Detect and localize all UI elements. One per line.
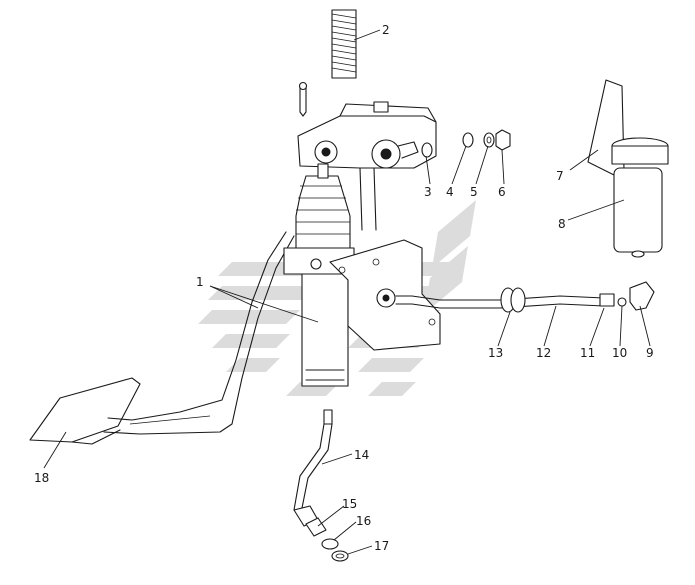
leader-5: [475, 145, 489, 185]
push-rod: [317, 163, 329, 179]
leader-15: [317, 505, 345, 527]
reservoir-assembly: [587, 79, 669, 258]
hose-bottom: [395, 303, 605, 309]
boot-folds: [296, 185, 350, 235]
callout-11: 11: [580, 346, 595, 360]
outlet-fitting-core: [382, 294, 390, 302]
nut-part-6: [495, 129, 511, 151]
washer-part-10: [617, 297, 627, 307]
cotter-pin: [298, 81, 308, 117]
leader-14: [321, 453, 353, 465]
pedal-arm-rib: [129, 415, 211, 425]
cotter-pin-body: [299, 85, 307, 117]
lower-line-top-fitting: [323, 409, 333, 425]
callout-16: 16: [356, 514, 371, 528]
pivot-left-hole: [321, 147, 331, 157]
leader-11: [589, 307, 605, 347]
washer-part-16: [321, 538, 339, 550]
cylinder-body: [301, 273, 349, 387]
callout-labels: 1 2 3 4 5 6 7 8 9 10 11 12 13 14 15 16 1…: [34, 23, 654, 553]
pivot-right-hole: [380, 148, 392, 160]
callout-3: 3: [424, 185, 432, 199]
leader-12: [543, 305, 557, 347]
hose-top: [395, 295, 605, 301]
fitting-part-11: [599, 293, 615, 307]
pedal-assembly: [29, 231, 295, 445]
plate-hole-1: [338, 266, 346, 274]
washer-part-4: [462, 132, 474, 148]
callout-8: 8: [558, 217, 566, 231]
callout-6: 6: [498, 185, 506, 199]
callout-15: 15: [342, 497, 357, 511]
callout-5: 5: [470, 185, 478, 199]
washer-part-5-hole: [486, 136, 492, 144]
pedal-pad-edge: [71, 429, 121, 445]
leader-3: [425, 155, 431, 185]
leader-lines: [43, 29, 651, 555]
bracket-web: [359, 167, 377, 231]
callout-7: 7: [556, 169, 564, 183]
elbow-part-9: [629, 281, 655, 311]
leader-1a: [209, 285, 259, 309]
mounting-plate: [329, 239, 441, 351]
pivot-bolt: [397, 141, 419, 159]
leader-16: [333, 521, 357, 541]
pedal-bracket: [297, 101, 437, 231]
callout-1: 1: [196, 275, 204, 289]
flange-bolt: [310, 258, 322, 270]
callout-2: 2: [382, 23, 390, 37]
leader-10: [619, 305, 623, 347]
callout-14: 14: [354, 448, 369, 462]
cylinder-boot: [295, 175, 351, 249]
cylinder-bands: [305, 369, 345, 381]
lower-line-right: [301, 423, 333, 521]
leader-6: [501, 149, 505, 185]
reservoir-tank-part-8: [613, 167, 663, 253]
leader-17: [347, 545, 373, 555]
leader-13: [497, 311, 511, 347]
spring-body: [331, 9, 357, 79]
leader-1b: [209, 285, 319, 323]
pedal-pad: [29, 377, 141, 443]
leader-8: [567, 199, 625, 221]
bracket-lug: [373, 101, 389, 113]
plate-hole-2: [372, 258, 380, 266]
pedal-arm-outer: [107, 231, 287, 421]
ring-part-17: [331, 550, 349, 562]
leader-2: [353, 29, 381, 41]
leader-9: [639, 305, 651, 347]
leader-7: [569, 149, 599, 171]
fastener-stack: [421, 129, 511, 158]
callout-4: 4: [446, 185, 454, 199]
reservoir-outlet: [631, 250, 645, 258]
grommet-part-13-back: [510, 287, 526, 313]
return-spring: [331, 9, 357, 79]
nut-part-15: [305, 517, 327, 537]
reservoir-neck: [611, 145, 669, 165]
plate-hole-3: [428, 318, 436, 326]
callout-10: 10: [612, 346, 627, 360]
spring-coils: [331, 13, 357, 73]
callout-17: 17: [374, 539, 389, 553]
callout-18: 18: [34, 471, 49, 485]
washer-part-5: [483, 132, 495, 148]
callout-13: 13: [488, 346, 503, 360]
leader-4: [451, 145, 467, 185]
cotter-pin-head: [298, 81, 308, 91]
ring-part-17-hole: [335, 553, 345, 559]
hydraulic-hose: [395, 281, 655, 313]
pin-part-3: [421, 142, 433, 158]
leader-18: [43, 431, 67, 469]
lower-line: [293, 409, 349, 562]
callout-12: 12: [536, 346, 551, 360]
callout-9: 9: [646, 346, 654, 360]
pedal-arm-inner: [103, 235, 295, 435]
